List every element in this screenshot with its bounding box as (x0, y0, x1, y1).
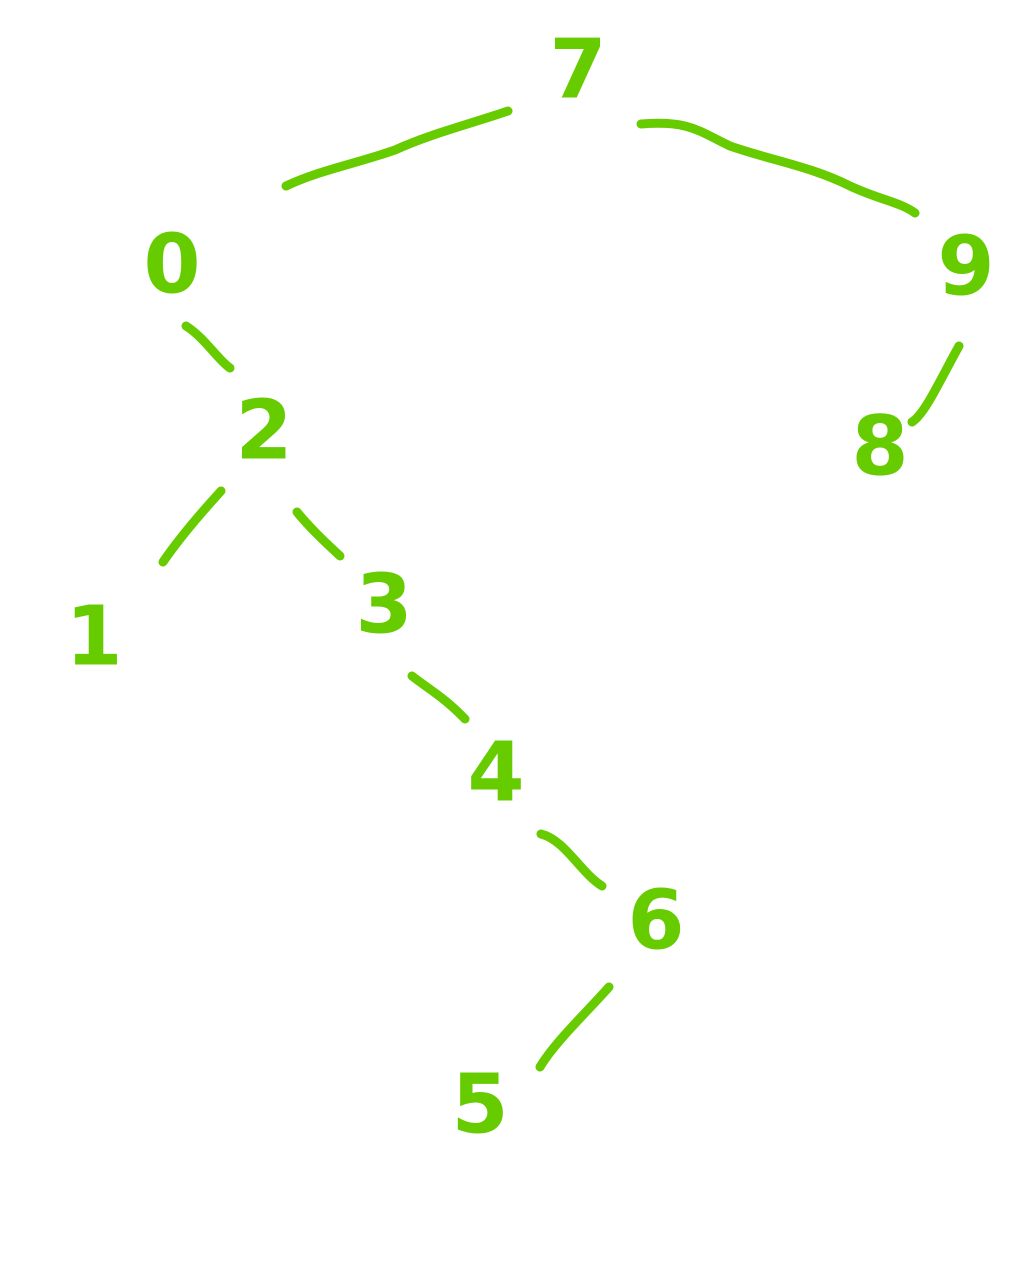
node-9: 9 (937, 219, 994, 314)
edge-6-5 (535, 982, 614, 1072)
node-6: 6 (627, 873, 684, 968)
edge-0-2 (181, 321, 235, 373)
edges (158, 106, 964, 1072)
edge-4-6 (536, 829, 607, 891)
node-7: 7 (549, 22, 606, 117)
node-0: 0 (143, 217, 200, 312)
edge-7-9 (636, 118, 920, 218)
node-4: 4 (467, 725, 524, 820)
nodes: 7 0 9 2 8 1 3 4 6 5 (65, 22, 994, 1152)
node-5: 5 (451, 1057, 508, 1152)
edge-2-1 (158, 486, 226, 567)
edge-7-0 (281, 106, 513, 191)
node-8: 8 (851, 399, 908, 494)
node-1: 1 (65, 589, 122, 684)
node-2: 2 (235, 383, 292, 478)
edge-3-4 (407, 671, 470, 724)
edge-2-3 (292, 507, 345, 561)
edge-9-8 (907, 341, 964, 427)
node-3: 3 (355, 557, 412, 652)
